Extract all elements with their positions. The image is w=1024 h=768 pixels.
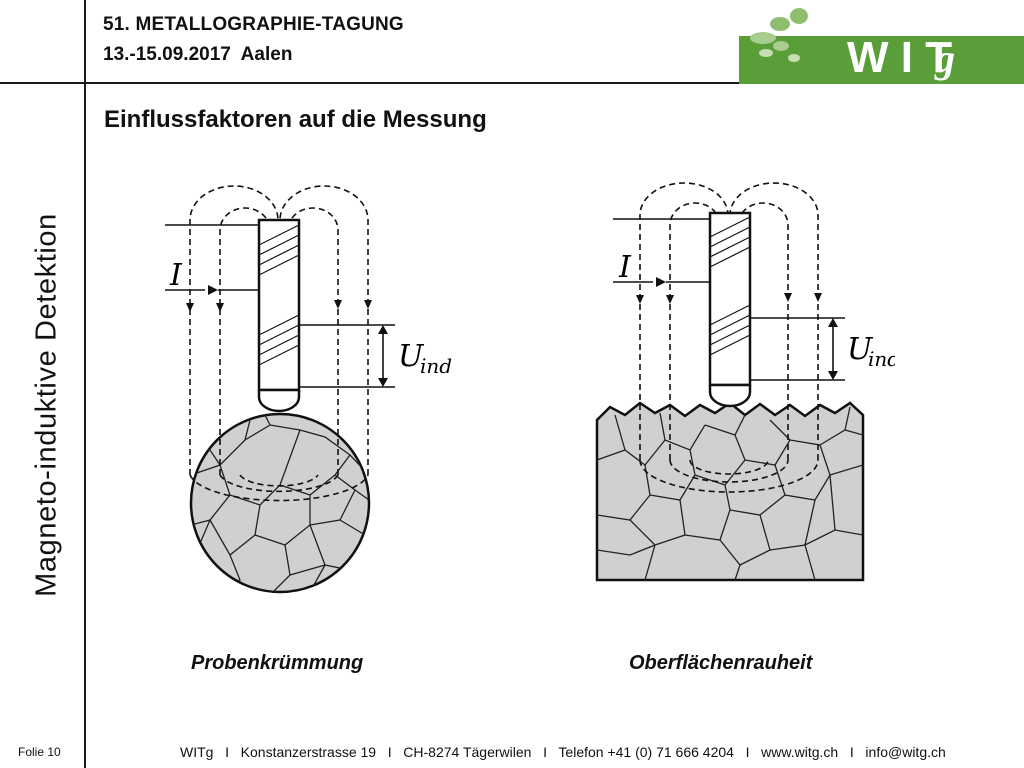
vertical-divider — [84, 0, 86, 768]
voltage-arrow-down — [378, 378, 388, 387]
curvature-diagram: I U ind — [165, 185, 452, 594]
logo-dot — [790, 8, 808, 24]
round-sample — [189, 412, 371, 594]
logo-dot — [759, 49, 773, 57]
logo-dot — [773, 41, 789, 51]
roughness-diagram: I U ind — [595, 182, 895, 582]
slide-title: Einflussfaktoren auf die Messung — [104, 106, 487, 133]
logo-g: g — [934, 36, 955, 81]
voltage-subscript: ind — [420, 354, 452, 378]
probe — [257, 218, 301, 413]
voltage-leads — [750, 317, 845, 381]
voltage-arrow-down — [828, 371, 838, 380]
logo-dot — [770, 17, 790, 31]
voltage-arrow-up — [378, 325, 388, 334]
slide-number: Folie 10 — [18, 745, 61, 759]
logo-text: W I T — [847, 33, 952, 82]
voltage-subscript: ind — [868, 347, 895, 371]
current-symbol: I — [169, 258, 183, 293]
voltage-symbol: U — [847, 332, 874, 367]
voltage-symbol: U — [398, 339, 425, 374]
arrowheads — [636, 293, 822, 304]
current-leads — [613, 218, 710, 283]
side-title: Magneto-induktive Detektion — [30, 213, 63, 597]
current-arrow — [656, 277, 666, 287]
current-symbol: I — [618, 250, 632, 285]
logo-dot — [788, 54, 800, 62]
arrowheads — [186, 300, 372, 312]
witg-logo: W I T g — [739, 8, 1024, 84]
current-arrow — [208, 285, 218, 295]
probe — [708, 211, 752, 408]
coil-hatching — [259, 224, 299, 366]
conference-name: 51. METALLOGRAPHIE-TAGUNG — [103, 14, 404, 35]
current-leads — [165, 224, 259, 291]
footer-contact: WITg I Konstanzerstrasse 19 I CH-8274 Tä… — [180, 744, 946, 760]
grain-boundaries — [191, 414, 369, 592]
grain-boundaries — [597, 406, 863, 580]
voltage-arrow-up — [828, 318, 838, 327]
voltage-leads — [299, 324, 395, 388]
coil-hatching — [710, 216, 750, 356]
header-divider — [0, 82, 1024, 84]
caption-roughness: Oberflächenrauheit — [629, 652, 813, 674]
logo-dot — [750, 32, 776, 44]
conference-date-place: 13.-15.09.2017 Aalen — [103, 44, 293, 65]
caption-curvature: Probenkrümmung — [191, 652, 364, 674]
